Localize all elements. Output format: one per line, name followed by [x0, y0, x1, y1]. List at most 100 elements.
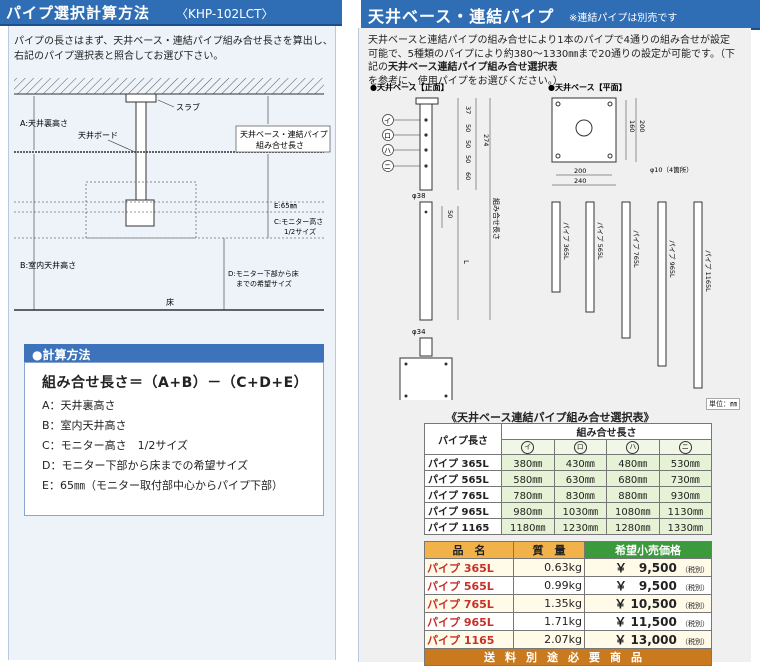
plan-200: 200	[574, 167, 586, 175]
table-row: パイプ 1165 1180㎜ 1230㎜ 1280㎜ 1330㎜	[424, 518, 712, 535]
col-pipe: パイプ長さ	[424, 423, 502, 455]
dim-phi38: φ38	[412, 192, 426, 200]
tax-note: （税別）	[681, 584, 709, 592]
mount-bracket-plate	[399, 357, 453, 400]
monitor-outline	[85, 181, 197, 239]
left-title: パイプ選択計算方法	[6, 4, 151, 22]
c-label: 1/2サイズ	[284, 227, 316, 236]
calc-item: E：65㎜（モニター取付部中心からパイプ下部）	[42, 479, 283, 492]
floor-label: 床	[166, 297, 174, 307]
plan-240: 240	[574, 177, 586, 185]
right-note: ※連結パイプは別売です	[569, 13, 678, 24]
table-row: パイプ 365L 380㎜ 430㎜ 480㎜ 530㎜	[424, 454, 712, 471]
calc-item: C：モニター高さ 1/2サイズ	[42, 439, 189, 452]
calc-title-bar	[24, 344, 324, 362]
a-label: A:天井裏高さ	[20, 118, 68, 128]
slab-label: スラブ	[176, 102, 200, 112]
calc-title: ●計算方法	[32, 348, 91, 362]
table-row: パイプ 565L 580㎜ 630㎜ 680㎜ 730㎜	[424, 470, 712, 487]
left-intro-line: パイプの長さはまず、天井ベース・連結パイプ組み合せ長さを算出し、	[14, 36, 333, 47]
table-row: パイプ 765L 1.35kg ￥ 10,500 （税別）	[424, 594, 712, 613]
slab-hatch	[14, 78, 324, 94]
dim-60: 60	[464, 172, 472, 180]
table-row: パイプ 765L 780㎜ 830㎜ 880㎜ 930㎜	[424, 486, 712, 503]
right-intro-line: 可能で、5種類のパイプにより約380～1330㎜まで20通りの設定が可能です。（…	[368, 48, 736, 60]
calc-item: D：モニター下部から床までの希望サイズ	[42, 459, 249, 472]
right-header: 天井ベース・連結パイプ ※連結パイプは別売です	[361, 0, 760, 30]
pipe-label: パイプ 765L	[632, 230, 640, 268]
hole-ha: ハ	[384, 147, 391, 155]
formula: 組み合せ長さ＝（A+B）－（C+D+E）	[42, 375, 309, 391]
dim-50: 50	[464, 140, 472, 148]
col-name: 品 名	[424, 541, 514, 559]
table-row: パイプ 965L 1.71kg ￥ 11,500 （税別）	[424, 612, 712, 631]
right-intro-line: 記の天井ベース連結パイプ組み合せ選択表を参考に、使用パイプをお選びください。）	[368, 62, 563, 87]
tax-note: （税別）	[681, 638, 709, 646]
hole-i-icon: イ	[521, 440, 535, 454]
left-header: パイプ選択計算方法 〈KHP-102LCT〉	[0, 0, 342, 26]
d-label: までの希望サイズ	[236, 279, 292, 288]
plan-200: 200	[638, 120, 646, 132]
dim-50: 50	[464, 124, 472, 132]
table-row: パイプ 365L 0.63kg ￥ 9,500 （税別）	[424, 558, 712, 577]
base-plate-front	[415, 97, 439, 105]
combo-length-label: 組み合せ長さ	[492, 198, 501, 240]
ceiling-board-label: 天井ボード	[78, 130, 118, 140]
col-price: 希望小売価格	[584, 541, 712, 559]
hole-ro: ロ	[384, 132, 391, 140]
calc-item: A：天井裏高さ	[42, 399, 116, 412]
plan-label: ●天井ベース【平面】	[548, 82, 627, 92]
dim-phi34: φ34	[412, 328, 426, 336]
left-subtitle: 〈KHP-102LCT〉	[176, 7, 274, 21]
calc-list: A：天井裏高さ B：室内天井高さ C：モニター高さ 1/2サイズ D：モニター下…	[42, 396, 283, 496]
calc-item: B：室内天井高さ	[42, 419, 127, 432]
left-intro-line: 右記のパイプ選択表と照合してお選び下さい。	[14, 51, 224, 62]
pipe-label: パイプ 365L	[562, 222, 570, 260]
e-label: E:65㎜	[274, 202, 297, 210]
selection-table-ref: 天井ベース連結パイプ組み合せ選択表	[388, 62, 558, 73]
plan-hole: φ10（4箇所）	[650, 165, 693, 174]
monitor-mount	[125, 199, 155, 227]
right-title: 天井ベース・連結パイプ	[368, 7, 555, 26]
right-intro-line: 天井ベースと連結パイプの組み合せにより1本のパイプで4通りの組み合せが設定	[368, 35, 731, 46]
table-row: パイプ 965L 980㎜ 1030㎜ 1080㎜ 1130㎜	[424, 502, 712, 519]
connecting-pipe	[419, 201, 433, 321]
combo-label: 天井ベース・連結パイプ	[240, 129, 328, 139]
pipe-965	[657, 201, 667, 367]
pipe-1165	[693, 201, 703, 389]
pipe-765	[621, 201, 631, 339]
calc-box	[24, 362, 324, 516]
mount-bracket-stem	[419, 337, 433, 357]
dim-37: 37	[464, 106, 472, 114]
install-diagram: スラブ 天井ボード A:天井裏高さ 天井ベース・連結パイプ 組み合せ長さ E:6…	[14, 78, 331, 311]
table-row: パイプ 1165 2.07kg ￥ 13,000 （税別）	[424, 630, 712, 649]
tax-note: （税別）	[681, 620, 709, 628]
pipe-label: パイプ 1165L	[704, 250, 712, 292]
unit-note: 単位：㎜	[706, 398, 740, 410]
ceiling-base	[125, 93, 157, 103]
hole-ni: ニ	[384, 163, 391, 171]
dim-50: 50	[464, 155, 472, 163]
hole-ro-icon: ロ	[573, 440, 587, 454]
dim-50: 50	[446, 210, 454, 218]
pipe-365	[551, 201, 561, 293]
pipe-label: パイプ 565L	[596, 222, 604, 260]
tax-note: （税別）	[681, 602, 709, 610]
pipe-label: パイプ 965L	[668, 240, 676, 278]
col-combo: 組み合せ長さ	[501, 423, 712, 440]
pipe-565	[585, 201, 595, 313]
base-tube	[419, 103, 433, 191]
ceiling-base-diagram: ●天井ベース【正面】 イ ロ ハ ニ 37 50 50 50 60 274 φ3…	[370, 82, 712, 400]
hole-ha-icon: ハ	[626, 440, 640, 454]
front-label: ●天井ベース【正面】	[370, 82, 449, 92]
selection-title: 《天井ベース連結パイプ組み合せ選択表》	[446, 411, 655, 424]
shipping-note: 送料別途必要商品	[424, 648, 712, 666]
right-intro: 天井ベースと連結パイプの組み合せにより1本のパイプで4通りの組み合せが設定 可能…	[368, 34, 748, 88]
tax-note: （税別）	[681, 566, 709, 574]
left-intro: パイプの長さはまず、天井ベース・連結パイプ組み合せ長さを算出し、 右記のパイプ選…	[14, 34, 334, 64]
col-weight: 質 量	[513, 541, 585, 559]
plan-160: 160	[628, 120, 636, 132]
price-table: 品 名 質 量 希望小売価格 パイプ 365L 0.63kg ￥ 9,500 （…	[424, 541, 712, 666]
hole-ni-icon: ニ	[678, 440, 692, 454]
dim-274: 274	[482, 134, 490, 146]
